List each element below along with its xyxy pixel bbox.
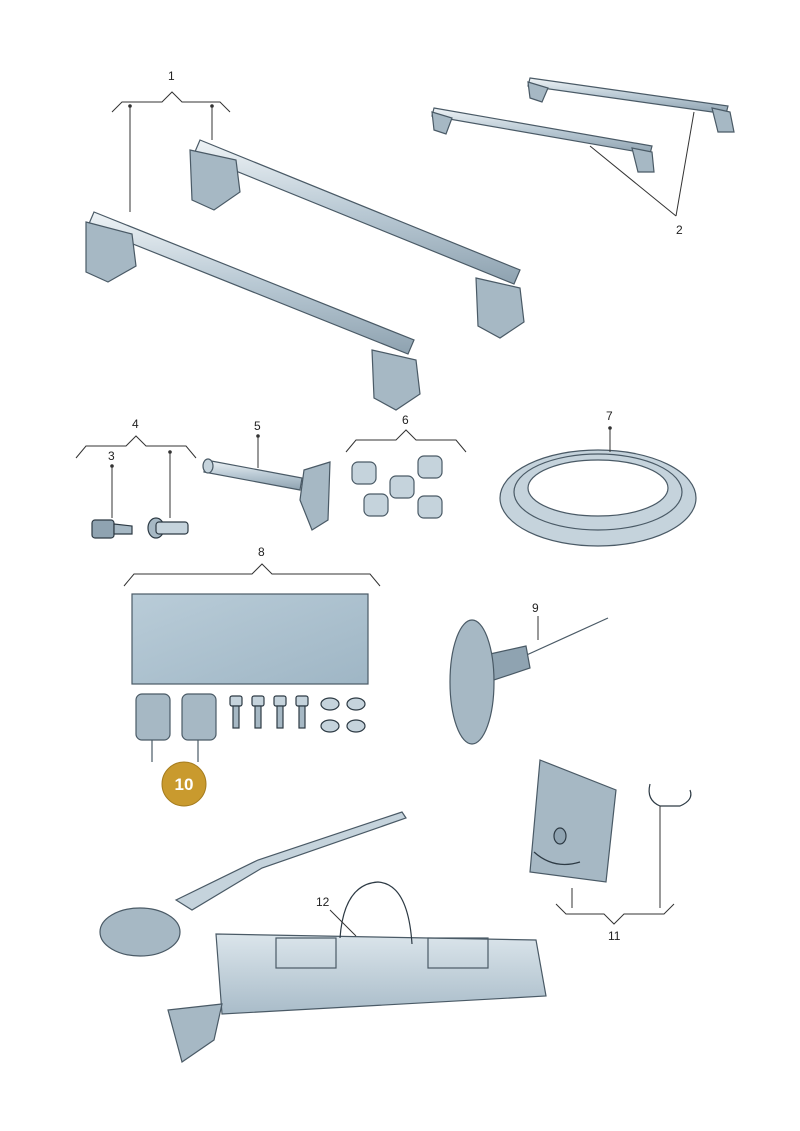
callout-6: 6 [402, 413, 409, 427]
spacer-set [351, 455, 443, 519]
roof-bar-set-2 [431, 77, 735, 173]
callout-9: 9 [532, 601, 539, 615]
callout-11-bracket [555, 806, 675, 925]
callout-12: 12 [316, 895, 330, 909]
callout-10: 10 [175, 775, 194, 794]
callout-2-leaders [589, 111, 695, 217]
washer-set [320, 697, 366, 733]
callout-10-badge[interactable]: 10 [161, 761, 207, 807]
callout-2: 2 [676, 223, 683, 237]
callout-1-bracket [111, 91, 231, 212]
lock-cylinder [147, 517, 189, 539]
callout-6-bracket [345, 429, 467, 453]
protective-film-kit [131, 593, 369, 762]
roof-bar-set-1 [85, 139, 525, 411]
callout-3: 3 [108, 449, 115, 463]
callout-7: 7 [606, 409, 613, 423]
callout-4: 4 [132, 417, 139, 431]
callout-1: 1 [168, 69, 175, 83]
callout-5: 5 [254, 419, 261, 433]
key [91, 519, 133, 539]
callout-4-bracket [75, 435, 197, 518]
carry-bag [167, 881, 547, 1063]
rubber-strip-roll [499, 449, 697, 547]
screw-set [229, 695, 309, 729]
callout-11: 11 [608, 929, 621, 943]
mounting-tool [202, 458, 331, 531]
callout-12-leader [329, 909, 357, 937]
callout-8: 8 [258, 545, 265, 559]
cover-with-hook [529, 759, 692, 883]
callout-8-bracket [123, 563, 381, 587]
lever-arm [99, 811, 407, 957]
pressure-tool [449, 617, 609, 745]
